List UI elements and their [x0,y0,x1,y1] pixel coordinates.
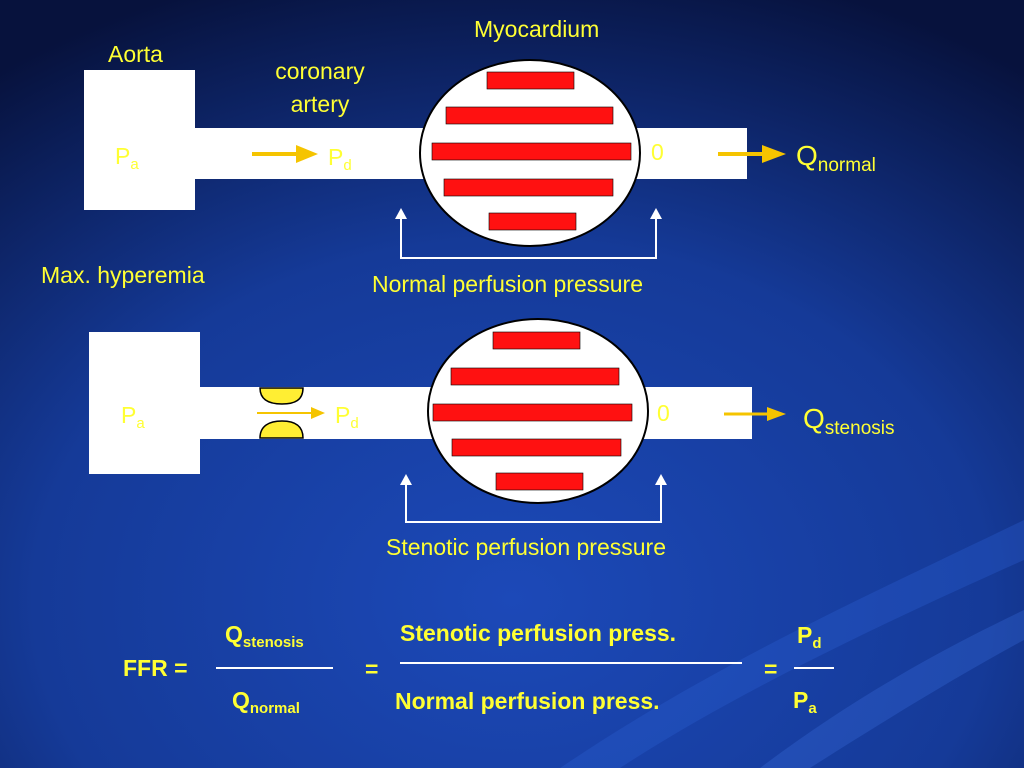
muscle-fiber [432,403,633,422]
stenosis-diagram [89,318,786,523]
aortic-pressure-label: Pa [121,402,145,432]
formula-numerator-flow: Qstenosis [225,621,304,651]
fraction-lines [216,662,834,669]
stenotic-perfusion-pressure-label: Stenotic perfusion pressure [386,534,666,560]
formula-equals: = [365,656,379,682]
pressure-bracket [405,483,662,523]
outflow-arrow [718,145,786,163]
muscle-fiber [431,142,632,161]
muscle-fibers [432,331,633,491]
background-swoosh-2 [760,610,1024,768]
venous-pressure-zero: 0 [651,139,664,165]
muscle-fiber [445,106,614,125]
background-swoosh [560,520,1024,768]
coronary-label-line2: artery [290,91,350,117]
stenosis-flow-label: Qstenosis [803,403,895,439]
formula-denominator-flow: Qnormal [232,687,300,717]
muscle-fibers [431,71,632,231]
formula-denominator-pressure: Normal perfusion press. [395,688,660,714]
coronary-artery-label: coronary artery [264,55,376,121]
bracket-arrowhead [655,474,667,485]
formula-denominator-pa: Pa [793,687,817,717]
aorta-box [84,70,195,210]
normal-perfusion-pressure-label: Normal perfusion pressure [372,271,644,297]
bracket-arrowhead [650,208,662,219]
flow-arrow [257,407,325,419]
distal-pressure-label: Pd [335,402,359,432]
aorta-label: Aorta [108,41,163,67]
venous-pressure-zero: 0 [657,400,670,426]
bracket-arrowhead [400,474,412,485]
coronary-label-line1: coronary [275,58,365,84]
ffr-label: FFR = [123,655,188,681]
distal-pressure-label: Pd [328,144,352,174]
muscle-fiber [488,212,577,231]
pressure-bracket [400,217,657,259]
muscle-fiber [495,472,584,491]
stenosis-plaque-bottom [259,420,304,439]
normal-diagram [84,59,786,259]
stenosis-plaque-top [259,387,304,405]
formula-numerator-pressure: Stenotic perfusion press. [400,620,677,646]
flow-arrow [252,145,318,163]
normal-flow-label: Qnormal [796,140,876,176]
muscle-fiber [451,438,622,457]
myocardium-label: Myocardium [474,16,600,42]
bracket-arrowhead [395,208,407,219]
muscle-fiber [450,367,620,386]
aorta-box [89,332,200,474]
max-hyperemia-label: Max. hyperemia [41,262,205,288]
formula-numerator-pd: Pd [797,622,822,652]
formula-equals: = [764,656,778,682]
outflow-arrow [724,407,786,421]
muscle-fiber [443,178,614,197]
muscle-fiber [486,71,575,90]
muscle-fiber [492,331,581,350]
aortic-pressure-label: Pa [115,143,139,173]
